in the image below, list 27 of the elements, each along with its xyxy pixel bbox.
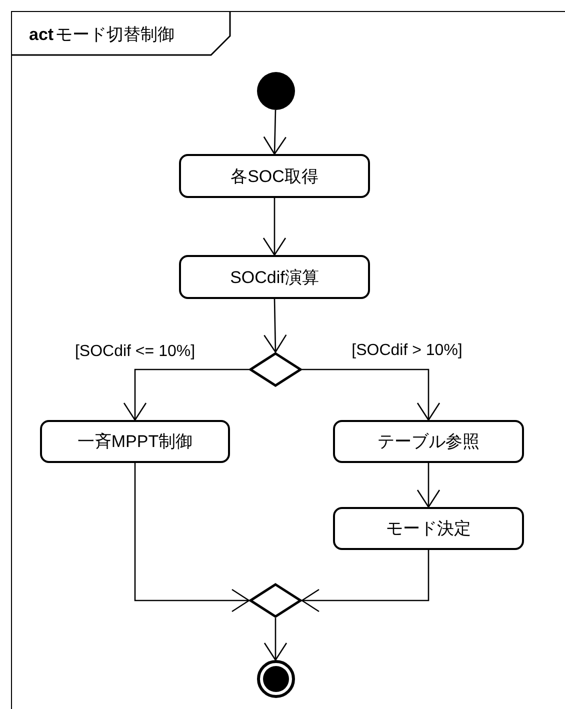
initial-node [256,72,294,110]
edge-label: [SOCdif > 10%] [350,342,464,360]
edge-label: [SOCdif <= 10%] [74,343,196,361]
arrow [302,368,440,421]
decision-diamond [249,583,302,618]
arrow [134,463,250,612]
action-label: SOCdif演算 [230,266,319,288]
action-box [333,420,524,463]
arrow [301,550,430,612]
frame-title: actモード切替制御 [29,24,175,46]
final-node [256,660,294,698]
action-label: モード決定 [386,518,471,540]
arrow [263,110,287,155]
action-label: 一斉MPPT制御 [77,431,193,453]
activity-frame [11,11,565,709]
arrow [123,368,249,421]
action-box [179,154,370,198]
arrow [264,618,288,661]
action-label: テーブル参照 [378,431,480,453]
action-box [40,420,230,463]
action-box [179,255,370,299]
action-box [333,507,524,550]
action-label: 各SOC取得 [230,166,318,188]
decision-diamond [249,352,302,387]
arrow [416,463,440,508]
arrow [262,198,286,256]
arrow [264,298,287,353]
